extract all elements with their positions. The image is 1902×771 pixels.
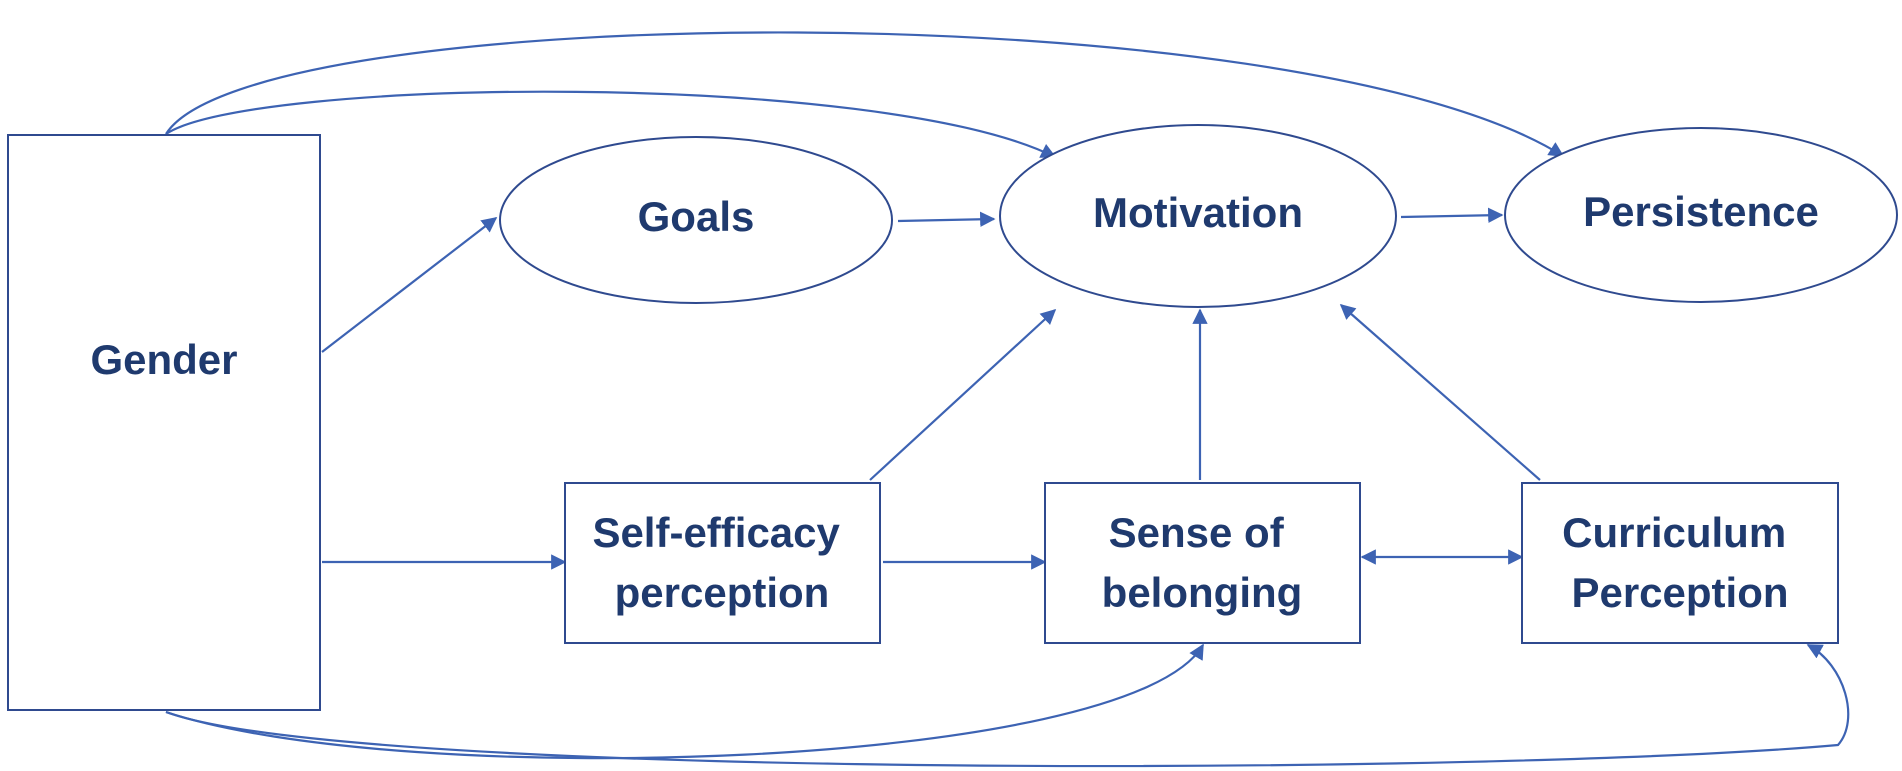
- node-gender-label: Gender: [90, 336, 237, 383]
- node-self-efficacy: Self-efficacy perception: [564, 482, 881, 644]
- edge-gender-motivation: [165, 90, 1057, 158]
- node-belonging: Sense of belonging: [1044, 482, 1361, 644]
- edge-gender-belonging: [165, 643, 1204, 760]
- node-goals: Goals: [499, 136, 893, 304]
- edge-gender-persistence: [165, 31, 1565, 157]
- node-goals-label: Goals: [638, 193, 755, 240]
- node-curriculum-label: Curriculum Perception: [1562, 509, 1798, 616]
- node-belonging-label: Sense of belonging: [1102, 509, 1303, 616]
- node-motivation-label: Motivation: [1093, 189, 1303, 236]
- edge-curriculum-motivation: [1339, 303, 1541, 481]
- edges: [165, 31, 1850, 768]
- edge-self-efficacy-motivation: [869, 308, 1057, 481]
- node-persistence-label: Persistence: [1583, 188, 1819, 235]
- node-persistence: Persistence: [1504, 127, 1898, 303]
- edge-gender-curriculum: [165, 644, 1850, 768]
- node-self-efficacy-label: Self-efficacy perception: [592, 509, 851, 616]
- edge-gender-goals: [321, 217, 498, 353]
- edge-motivation-persistence: [1400, 207, 1504, 223]
- node-gender: Gender: [7, 134, 321, 711]
- edge-goals-motivation: [897, 211, 996, 227]
- node-motivation: Motivation: [999, 124, 1397, 308]
- node-curriculum: Curriculum Perception: [1521, 482, 1839, 644]
